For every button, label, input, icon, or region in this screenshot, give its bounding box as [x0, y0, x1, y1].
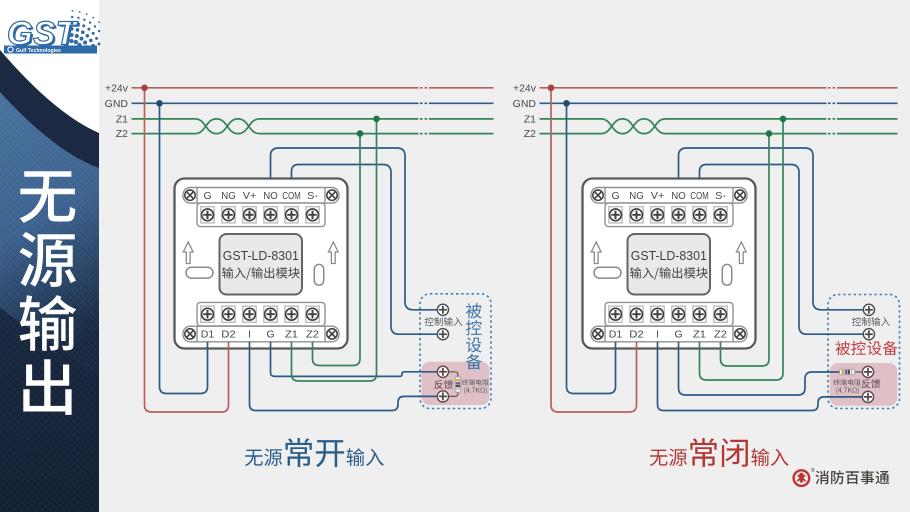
svg-text:G: G [674, 330, 682, 341]
svg-text:+24v: +24v [105, 82, 129, 94]
svg-text:+24v: +24v [513, 82, 537, 94]
svg-text:D1: D1 [609, 330, 623, 341]
svg-text:V+: V+ [651, 191, 665, 202]
svg-text:Z1: Z1 [285, 330, 298, 341]
svg-text:NO: NO [263, 191, 278, 202]
svg-text:NO: NO [671, 191, 686, 202]
svg-text:Z2: Z2 [714, 330, 727, 341]
svg-text:®: ® [811, 467, 815, 474]
svg-text:NG: NG [629, 191, 644, 202]
svg-text:Z2: Z2 [524, 128, 536, 140]
svg-text:Z1: Z1 [116, 114, 128, 126]
svg-text:D1: D1 [201, 330, 215, 341]
svg-text:Z1: Z1 [524, 114, 536, 126]
svg-text:D2: D2 [221, 330, 236, 341]
svg-text:G: G [611, 191, 619, 202]
svg-text:V+: V+ [243, 191, 257, 202]
svg-text:G: G [203, 191, 211, 202]
svg-text:G: G [266, 330, 274, 341]
svg-text:S-: S- [715, 191, 726, 202]
svg-text:I: I [248, 330, 251, 341]
svg-text:I: I [656, 330, 659, 341]
svg-text:S-: S- [307, 191, 318, 202]
svg-text:Z2: Z2 [306, 330, 319, 341]
svg-text:NG: NG [221, 191, 236, 202]
svg-text:GND: GND [513, 98, 537, 110]
svg-text:D2: D2 [629, 330, 644, 341]
svg-text:GND: GND [105, 98, 129, 110]
svg-text:Z2: Z2 [116, 128, 128, 140]
svg-text:COM: COM [690, 191, 709, 202]
svg-text:GST-LD-8301: GST-LD-8301 [631, 248, 707, 263]
svg-text:COM: COM [282, 191, 301, 202]
svg-text:Z1: Z1 [693, 330, 706, 341]
svg-text:GST-LD-8301: GST-LD-8301 [223, 248, 299, 263]
svg-text:Gulf Technologies: Gulf Technologies [16, 48, 61, 54]
